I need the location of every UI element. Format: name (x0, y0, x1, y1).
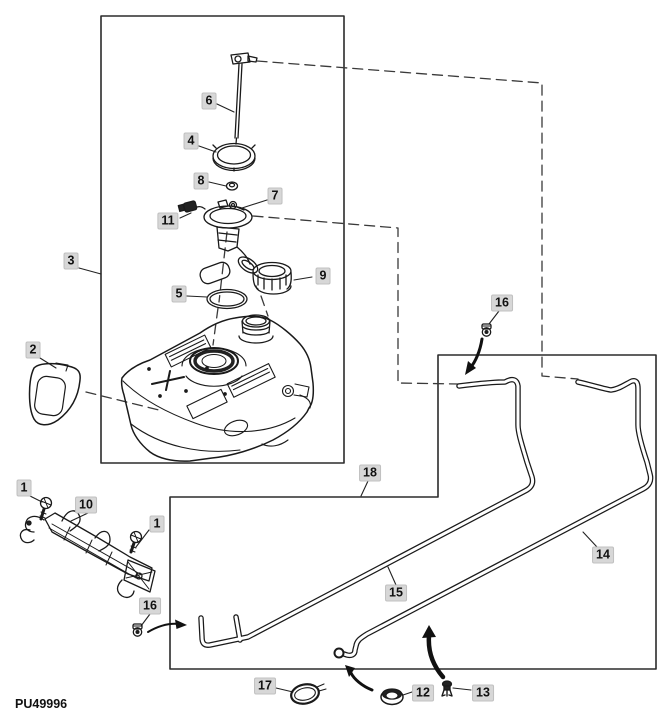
callout-5: 5 (171, 285, 187, 303)
o-ring (206, 288, 248, 310)
lock-ring (212, 142, 256, 172)
callout-4: 4 (183, 132, 199, 150)
dipstick (230, 52, 258, 145)
grommet (225, 181, 239, 191)
fuel-line-eyelet (333, 647, 345, 659)
mounting-bracket (19, 510, 156, 598)
hose-loop (290, 683, 327, 705)
callout-8: 8 (193, 172, 209, 190)
fuel-sender-unit (199, 199, 253, 285)
callout-10: 10 (75, 496, 97, 514)
hose-clamp (481, 323, 492, 337)
dashed-reference-lines (85, 60, 579, 412)
callout-14: 14 (592, 546, 614, 564)
tank-opening-ring (181, 347, 247, 387)
wiring-harness (177, 200, 206, 213)
tank-pad (28, 362, 81, 426)
fuel-tank (120, 314, 315, 462)
callout-6: 6 (201, 92, 217, 110)
callout-17: 17 (254, 677, 276, 695)
callout-12: 12 (412, 684, 434, 702)
line-grommet (380, 688, 404, 706)
callout-1: 1 (16, 479, 32, 497)
callout-2: 2 (25, 341, 41, 359)
figure-id: PU49996 (15, 697, 68, 711)
callout-7: 7 (267, 187, 283, 205)
callout-16: 16 (139, 597, 161, 615)
leader-lines (29, 103, 598, 696)
install-arrows (147, 337, 484, 692)
callout-16: 16 (491, 294, 513, 312)
fuel-line-supply (341, 378, 654, 659)
callout-11: 11 (157, 212, 179, 230)
fuel-line-cores (199, 378, 653, 657)
callout-18: 18 (359, 464, 381, 482)
fuel-line-box (169, 354, 657, 670)
callout-9: 9 (315, 267, 331, 285)
callout-1: 1 (149, 515, 165, 533)
fuel-cap (237, 256, 292, 295)
screw (129, 530, 143, 554)
tank-surface-details (147, 334, 312, 447)
hose-clamp (132, 623, 143, 637)
callout-15: 15 (385, 584, 407, 602)
screw (39, 496, 53, 521)
tank-assembly-box (100, 15, 345, 464)
callout-13: 13 (472, 684, 494, 702)
callout-3: 3 (63, 252, 79, 270)
filler-neck (238, 314, 274, 344)
push-clip (441, 680, 453, 697)
